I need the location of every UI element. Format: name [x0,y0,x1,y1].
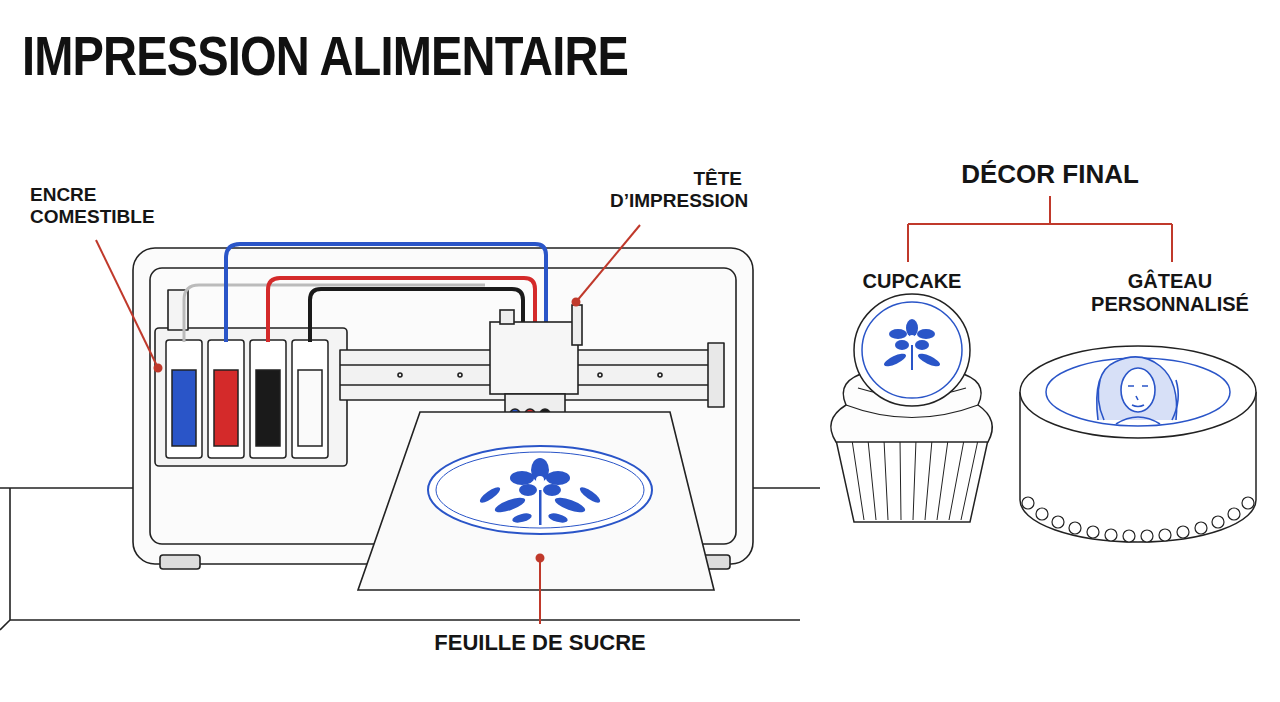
item-label: CUPCAKE [842,270,982,293]
callout-label: FEUILLE DE SUCRE [420,630,660,655]
callout-label: ENCRE COMESTIBLE [30,184,170,228]
item-label: GÂTEAU PERSONNALISÉ [1080,270,1260,316]
group-heading: DÉCOR FINAL [930,160,1170,190]
diagram-title: IMPRESSION ALIMENTAIRE [22,24,628,88]
callout-label: TÊTE D’IMPRESSION [610,168,742,212]
